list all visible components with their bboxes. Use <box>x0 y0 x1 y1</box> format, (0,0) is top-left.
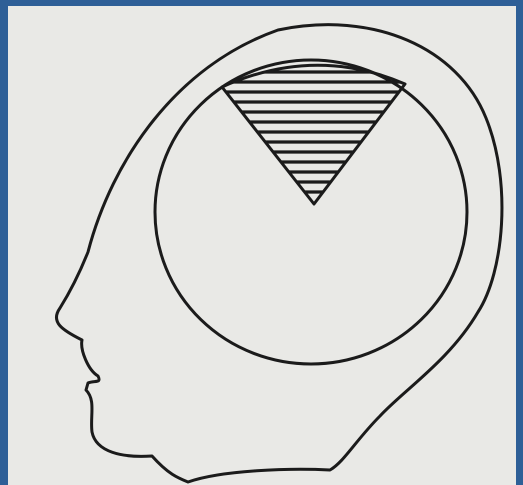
hatched-wedge <box>210 62 420 204</box>
inner-circle <box>155 60 467 364</box>
